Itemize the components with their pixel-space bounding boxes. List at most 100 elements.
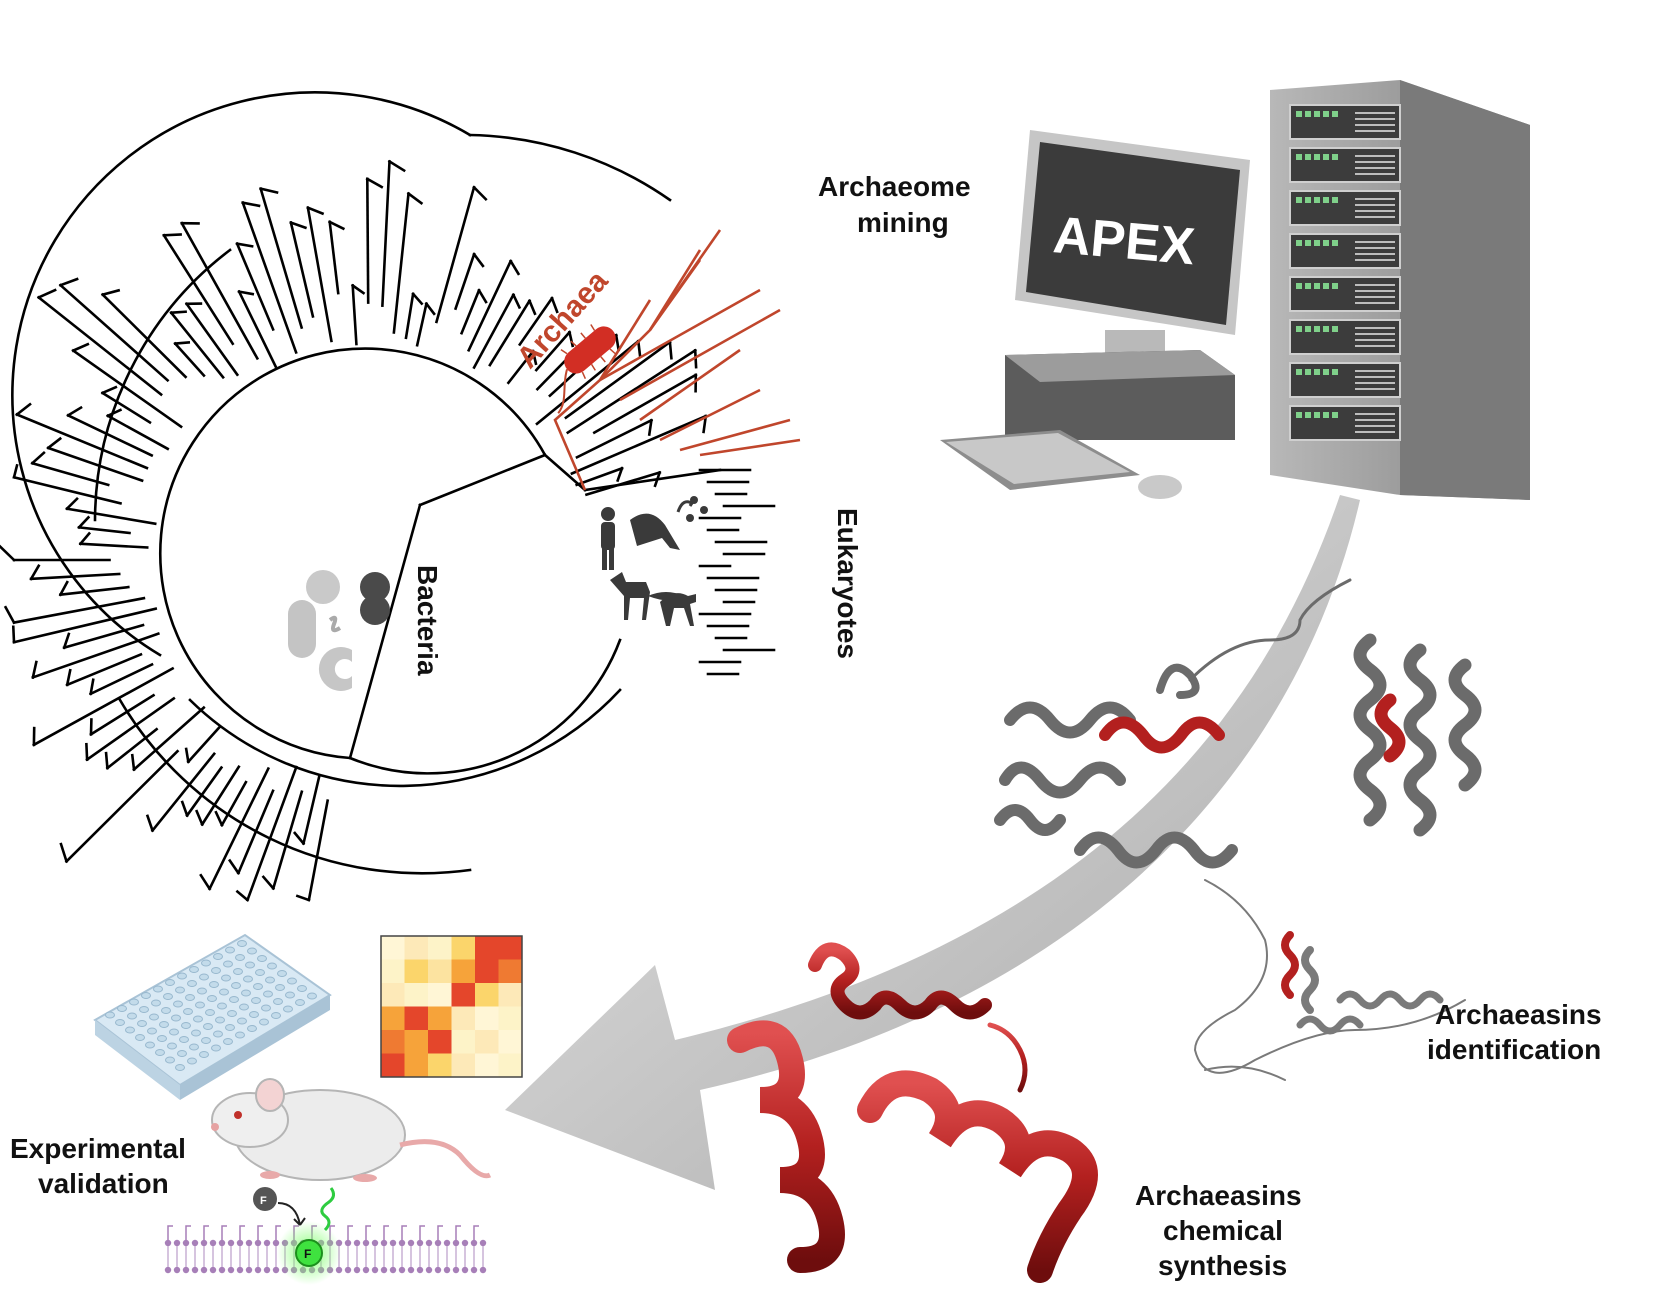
- heatmap-cell: [451, 959, 475, 983]
- plate-well: [205, 1009, 215, 1016]
- plate-well: [115, 1019, 125, 1026]
- plate-well: [259, 1018, 269, 1026]
- tree-branch: [235, 241, 275, 332]
- heatmap-cell: [451, 936, 475, 960]
- membrane-glycan: [347, 1225, 353, 1240]
- tree-tip: [0, 544, 16, 562]
- plate-well: [187, 980, 197, 987]
- tree-tip: [472, 252, 485, 268]
- tree-tip: [259, 187, 279, 195]
- plate-well: [159, 1021, 169, 1028]
- plate-well: [155, 1049, 165, 1056]
- archaeome-mining-label-line1: Archaeome: [818, 171, 971, 202]
- server-unit: [1289, 405, 1401, 441]
- tree-tip: [241, 201, 261, 208]
- heatmap-cell: [381, 983, 405, 1007]
- tree-branch: [241, 201, 298, 355]
- plate-well: [165, 1056, 175, 1064]
- plate-well: [223, 1038, 233, 1045]
- plate-well: [223, 960, 233, 968]
- plate-well: [251, 997, 261, 1004]
- tree-tip: [46, 436, 63, 450]
- synthesized-helix-large-1: [727, 1020, 845, 1273]
- membrane-glycan: [167, 1225, 173, 1240]
- plate-well: [263, 990, 273, 998]
- tree-tip: [550, 296, 559, 314]
- plate-well: [175, 986, 185, 994]
- tree-tip: [350, 283, 366, 295]
- membrane-glycan: [383, 1225, 389, 1240]
- tree-tip: [31, 660, 38, 679]
- plate-well: [247, 1025, 257, 1032]
- tree-tip: [411, 292, 424, 306]
- tree-tip: [237, 290, 255, 296]
- plate-well: [199, 973, 209, 981]
- plate-well: [211, 1044, 221, 1052]
- eukaryote-branches: [698, 468, 776, 676]
- tree-tip: [614, 333, 621, 352]
- plate-well: [135, 1034, 145, 1041]
- tree-branch: [105, 727, 159, 770]
- plate-well: [221, 974, 231, 982]
- tree-tip: [295, 894, 311, 902]
- eukaryotes-label: Eukaryotes: [832, 508, 863, 659]
- membrane-glycan: [257, 1225, 263, 1240]
- tree-tip: [58, 277, 79, 287]
- heatmap-cell: [498, 983, 522, 1007]
- plate-well: [171, 1014, 181, 1022]
- plate-well: [287, 977, 297, 985]
- archaea-branch: [599, 288, 761, 382]
- heatmap-cell: [404, 1053, 428, 1077]
- plate-well: [261, 1004, 271, 1012]
- plate-well: [175, 1064, 185, 1071]
- plate-well: [229, 996, 239, 1003]
- heatmap-cell: [498, 1053, 522, 1077]
- membrane-glycan: [203, 1225, 209, 1240]
- plate-well: [193, 1015, 203, 1023]
- plate-well: [235, 1031, 245, 1039]
- tree-tip: [511, 293, 522, 310]
- heatmap-cell: [475, 1006, 499, 1030]
- protein-structure-large: [994, 578, 1352, 869]
- tree-tip: [169, 310, 187, 315]
- tree-branch: [575, 418, 654, 460]
- tree-tip: [36, 288, 57, 300]
- tree-tip: [477, 288, 488, 304]
- tree-tip: [58, 580, 69, 597]
- tree-branch: [30, 461, 110, 487]
- tree-tip: [195, 809, 204, 827]
- plate-well: [173, 1000, 183, 1008]
- membrane-glycan: [239, 1225, 245, 1240]
- tree-tip: [101, 288, 121, 297]
- plate-well: [127, 1012, 137, 1020]
- heatmap-cell: [404, 959, 428, 983]
- archaea-cell-icon: [557, 324, 616, 414]
- tree-branch: [185, 765, 224, 818]
- tree-tip: [162, 233, 182, 237]
- tree-tip: [78, 531, 92, 546]
- tree-tip: [472, 185, 488, 202]
- fluorescent-probe: F F: [253, 1187, 341, 1285]
- plate-well: [233, 968, 243, 975]
- tree-branch: [434, 185, 476, 324]
- archaea-branch: [639, 348, 741, 422]
- plate-well: [241, 989, 251, 997]
- tree-tip: [106, 408, 123, 418]
- plate-well: [225, 1024, 235, 1031]
- heatmap-cell: [381, 1006, 405, 1030]
- heatmap-cell: [451, 1006, 475, 1030]
- plate-well: [203, 1023, 213, 1030]
- plate-well: [147, 1027, 157, 1035]
- tree-branch: [58, 283, 170, 383]
- plate-well: [181, 1022, 191, 1029]
- tree-tip: [227, 858, 241, 875]
- tree-branch: [77, 525, 131, 535]
- tree-tip: [15, 402, 32, 417]
- plate-well: [247, 947, 257, 955]
- tree-tip: [85, 742, 89, 761]
- membrane-glycan: [473, 1225, 479, 1240]
- plate-well: [265, 976, 275, 984]
- tree-branches: [0, 159, 708, 902]
- plate-well: [141, 992, 151, 999]
